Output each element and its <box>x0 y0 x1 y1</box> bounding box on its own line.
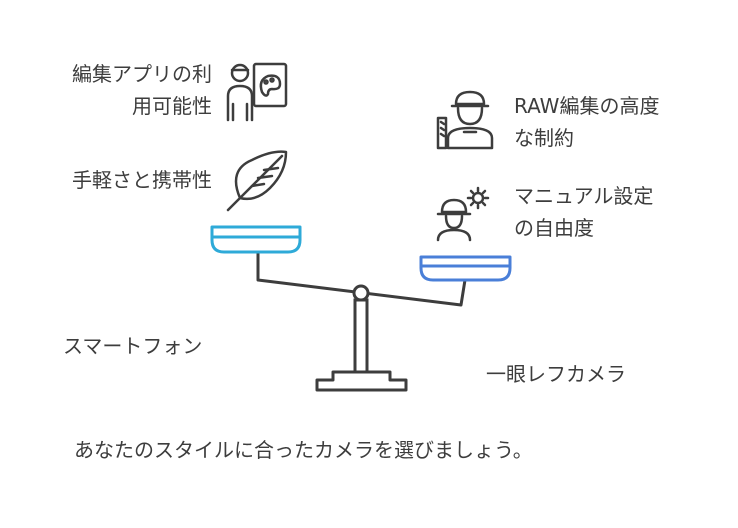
scale-pivot <box>352 284 370 302</box>
left-option-label: スマートフォン <box>63 334 203 358</box>
footer-text: あなたのスタイルに合ったカメラを選びましょう。 <box>74 438 533 462</box>
feather-icon <box>226 150 288 212</box>
scale-post <box>353 298 369 374</box>
right-feature-2: マニュアル設定 の自由度 <box>514 180 653 244</box>
worker-saw-icon <box>436 90 494 150</box>
left-feature-1: 編集アプリの利 用可能性 <box>20 58 212 122</box>
right-feature-1-line-2: な制約 <box>514 126 574 150</box>
engineer-gear-icon <box>436 186 490 242</box>
left-feature-2: 手軽さと携帯性 <box>72 168 212 192</box>
right-feature-2-line-1: マニュアル設定 <box>514 184 654 208</box>
right-feature-1-line-1: RAW編集の高度 <box>514 94 660 118</box>
right-option-label: 一眼レフカメラ <box>486 362 626 386</box>
scale-base <box>315 370 408 392</box>
left-pan <box>210 225 302 254</box>
artist-palette-icon <box>226 62 288 122</box>
left-feature-1-line-2: 用可能性 <box>132 94 212 118</box>
left-feature-1-line-1: 編集アプリの利 <box>72 62 212 86</box>
right-feature-2-line-2: の自由度 <box>514 216 594 240</box>
right-feature-1: RAW編集の高度 な制約 <box>514 90 659 154</box>
right-pan <box>419 255 512 282</box>
